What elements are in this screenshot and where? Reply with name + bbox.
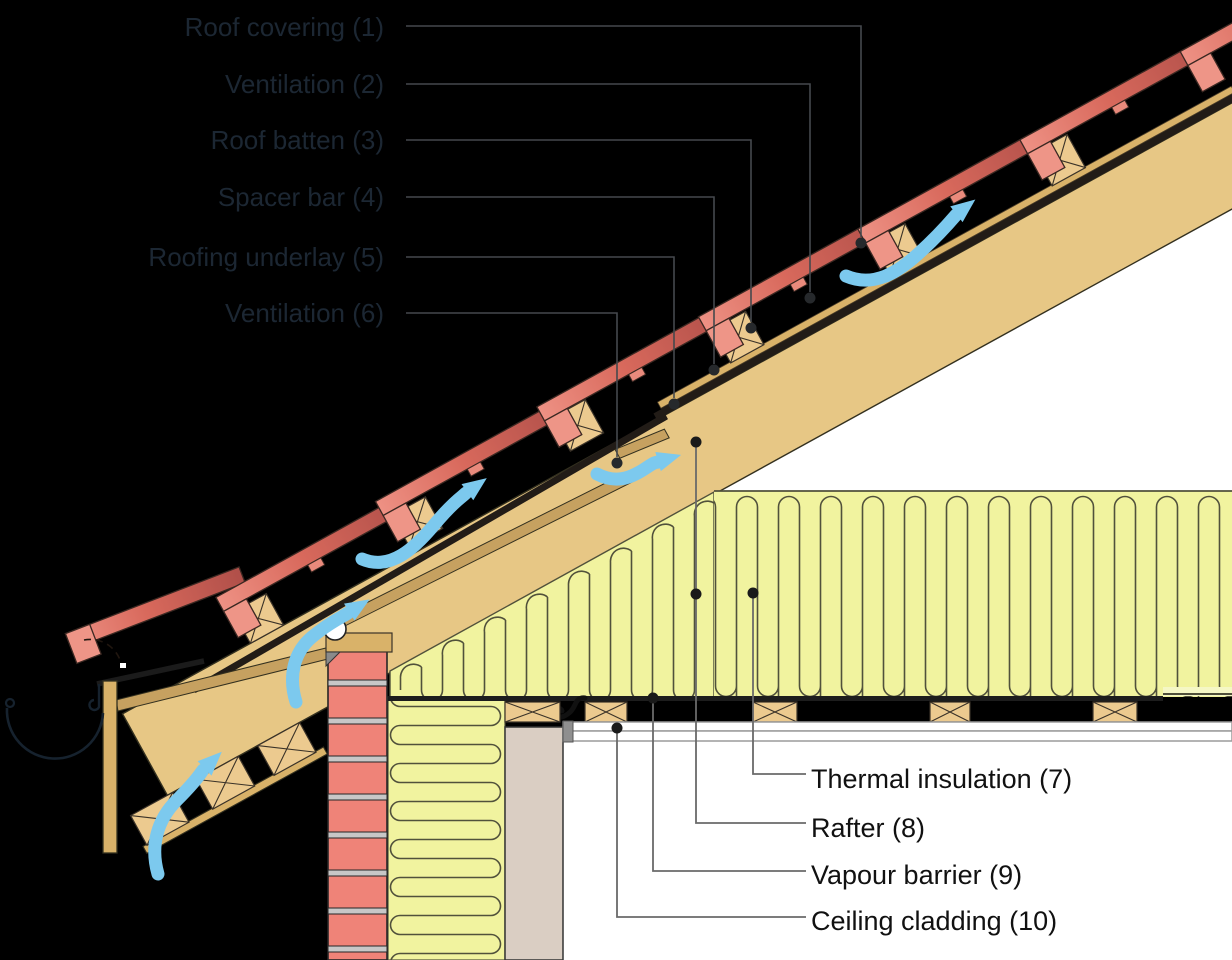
eaves-clip [120,663,126,668]
eaves-soffit-battens [129,721,329,855]
leader-lines-bottom [611,436,806,918]
gutter-bead [4,697,16,709]
spacer-bar [656,85,1232,409]
callout-spacer-bar: Spacer bar (4) [218,182,384,212]
roof-tile [856,125,1053,271]
thermal-insulation-flat [714,490,1232,697]
callout-labels-top: Roof covering (1) Ventilation (2) Roof b… [148,12,384,328]
gutter [5,707,105,760]
airflow-arrow-icon [839,208,963,287]
ceiling-cladding-board-1 [562,721,1232,732]
roof-covering-tiles [214,0,1232,639]
ceiling-assembly [388,693,1232,743]
ventilation-airflow-arrows [148,199,976,881]
airflow-arrow-icon [590,455,665,486]
underlay-step [653,408,669,424]
callout-roof-batten: Roof batten (3) [211,125,384,155]
ceiling-cladding-cap [562,720,574,743]
roofing-underlay [660,92,1232,416]
eaves-drip-edge [96,658,205,687]
airflow-arrow-icon [355,486,473,569]
vent-board-short [614,428,670,459]
eaves-tile [64,566,246,665]
airflow-arrow-icon [148,763,210,881]
brick-wall [323,617,393,960]
fascia-board [102,680,118,854]
callout-ceiling-cladding: Ceiling cladding (10) [811,906,1057,936]
callout-rafter: Rafter (8) [811,813,925,843]
tile-profile-dashed-arc [83,638,123,669]
callout-vapour-barrier: Vapour barrier (9) [811,860,1022,890]
roof-tile [1179,0,1232,93]
roof-tile [535,303,732,449]
roof-tile [374,398,570,543]
callout-roof-covering: Roof covering (1) [185,12,384,42]
ceiling-cladding-board-2 [562,730,1232,742]
callout-ventilation-6: Ventilation (6) [225,298,384,328]
eaves-underlay-tray [192,413,668,694]
airflow-arrow-icon [286,606,355,709]
roof-slope-assembly [121,85,1232,855]
mortar-joints [327,679,388,953]
inner-wall [504,726,564,960]
roof-tile [214,494,411,639]
white-area-lower [560,740,1232,960]
callout-labels-bottom: Thermal insulation (7) Rafter (8) Vapour… [811,764,1072,936]
ceiling-battens [504,701,1138,723]
callout-thermal-insulation: Thermal insulation (7) [811,764,1072,794]
callout-ventilation-2: Ventilation (2) [225,69,384,99]
vapour-barrier [388,696,1163,701]
callout-roofing-underlay: Roofing underlay (5) [148,242,384,272]
gutter-bracket [88,684,101,712]
insulation-highlight [1163,687,1232,696]
wall-top-wedge [325,651,342,668]
wall-insulation [387,696,506,960]
leader-lines-top [406,25,867,469]
